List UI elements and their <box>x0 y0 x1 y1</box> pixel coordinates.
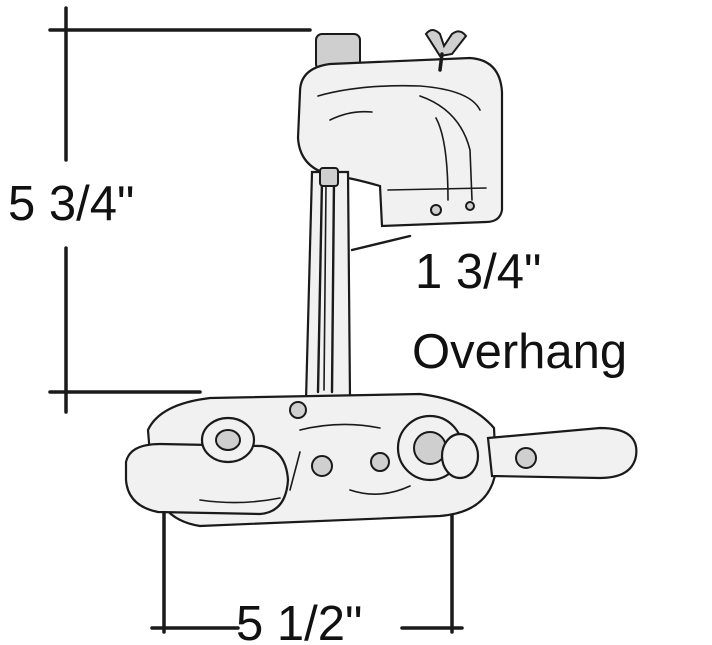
overhang-dimension: 1 3/4" Overhang <box>350 234 627 379</box>
clamp-base <box>124 392 638 528</box>
width-label: 5 1/2" <box>236 597 362 645</box>
width-dimension: 5 1/2" <box>150 503 464 645</box>
clamp-head <box>296 29 504 228</box>
overhang-value-label: 1 3/4" <box>415 245 541 299</box>
overhang-leader-line <box>350 234 412 252</box>
clamp-post <box>304 167 352 402</box>
height-label: 5 3/4" <box>8 177 134 231</box>
clamp-illustration <box>124 29 638 528</box>
overhang-text-label: Overhang <box>412 325 627 379</box>
height-dimension: 5 3/4" <box>8 6 312 414</box>
